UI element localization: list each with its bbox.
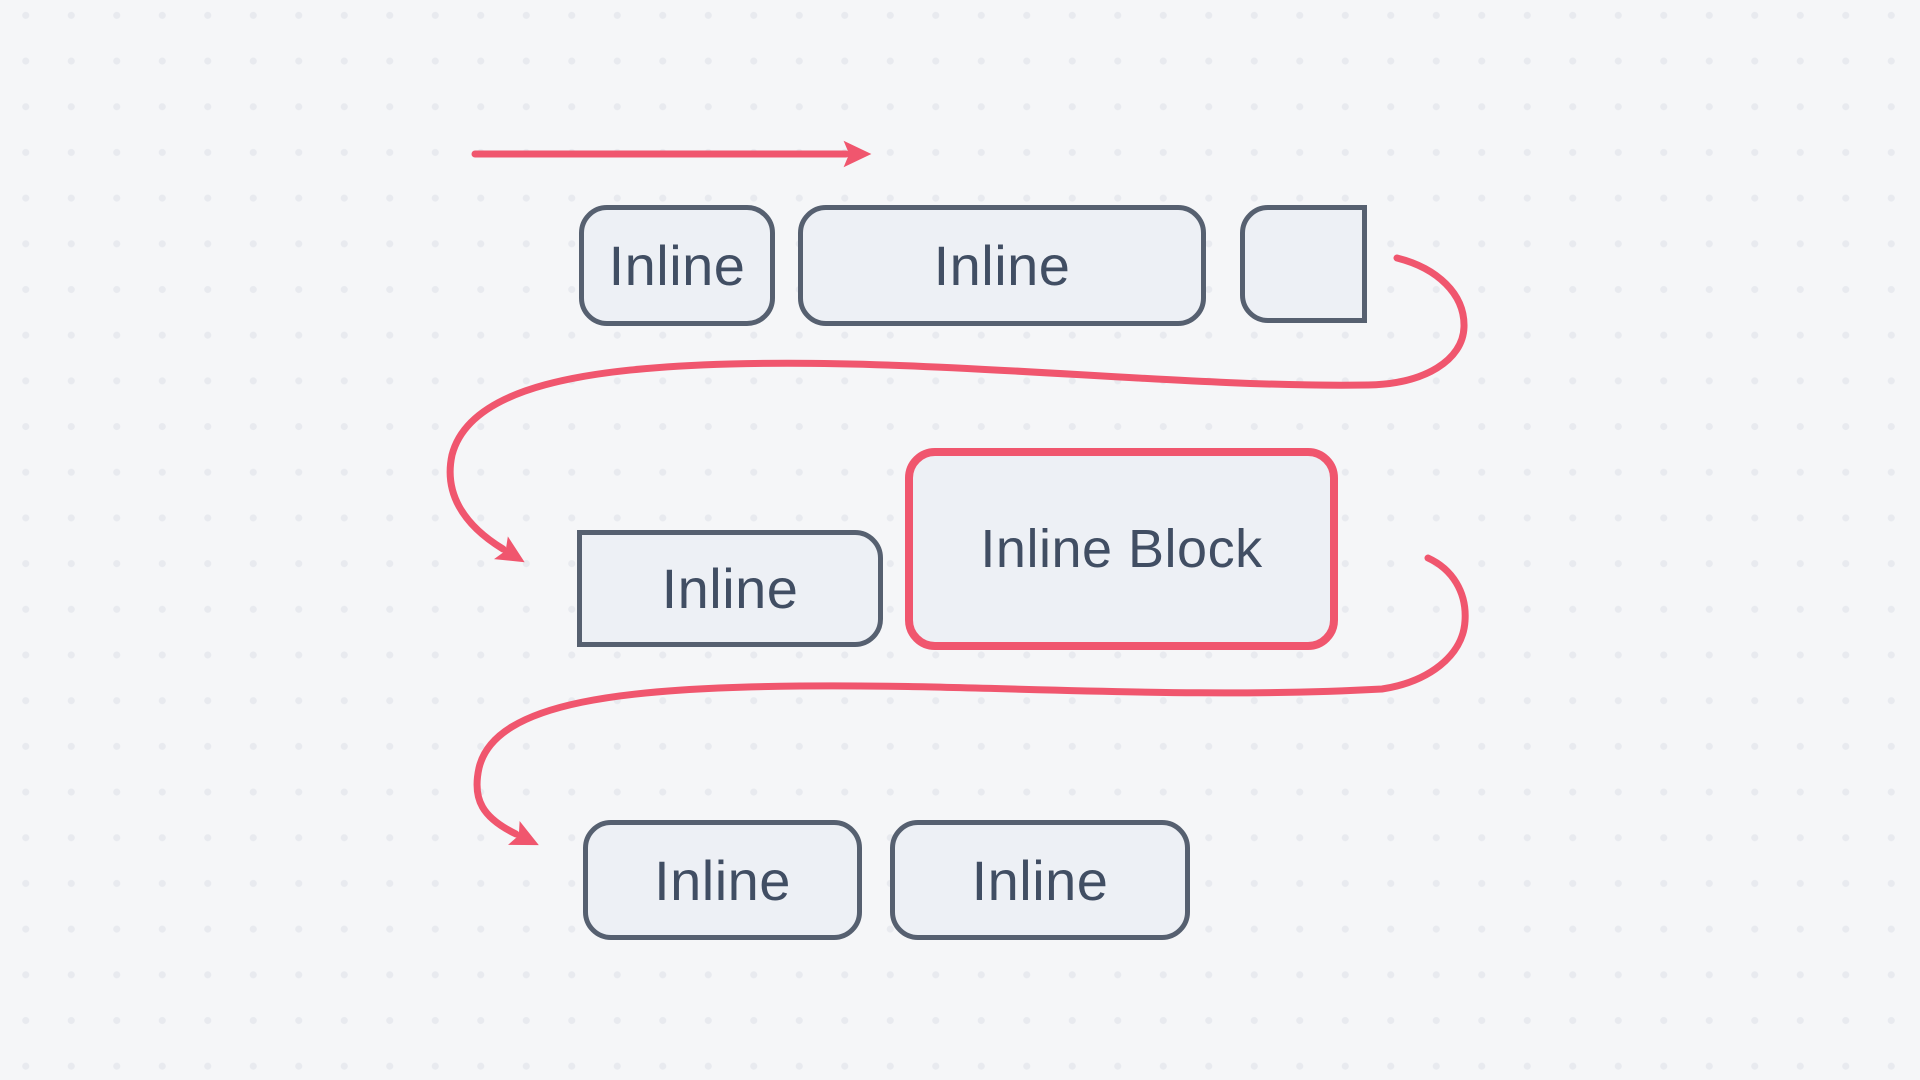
inline-box-label: Inline <box>661 557 799 620</box>
inline-box-label: Inline <box>608 234 746 297</box>
inline-block-box-label: Inline Block <box>980 519 1263 579</box>
inline-box-row2-wrapped: Inline <box>577 530 883 647</box>
inline-box-row3-second: Inline <box>890 820 1190 940</box>
inline-box-label: Inline <box>933 234 1071 297</box>
inline-block-box: Inline Block <box>905 448 1338 650</box>
inline-box-label: Inline <box>971 848 1109 912</box>
inline-box-row1-clipped <box>1240 205 1367 323</box>
inline-box-row1-first: Inline <box>579 205 775 326</box>
inline-box-label: Inline <box>654 848 791 912</box>
inline-box-row3-first: Inline <box>583 820 862 940</box>
inline-box-row1-second: Inline <box>798 205 1206 326</box>
